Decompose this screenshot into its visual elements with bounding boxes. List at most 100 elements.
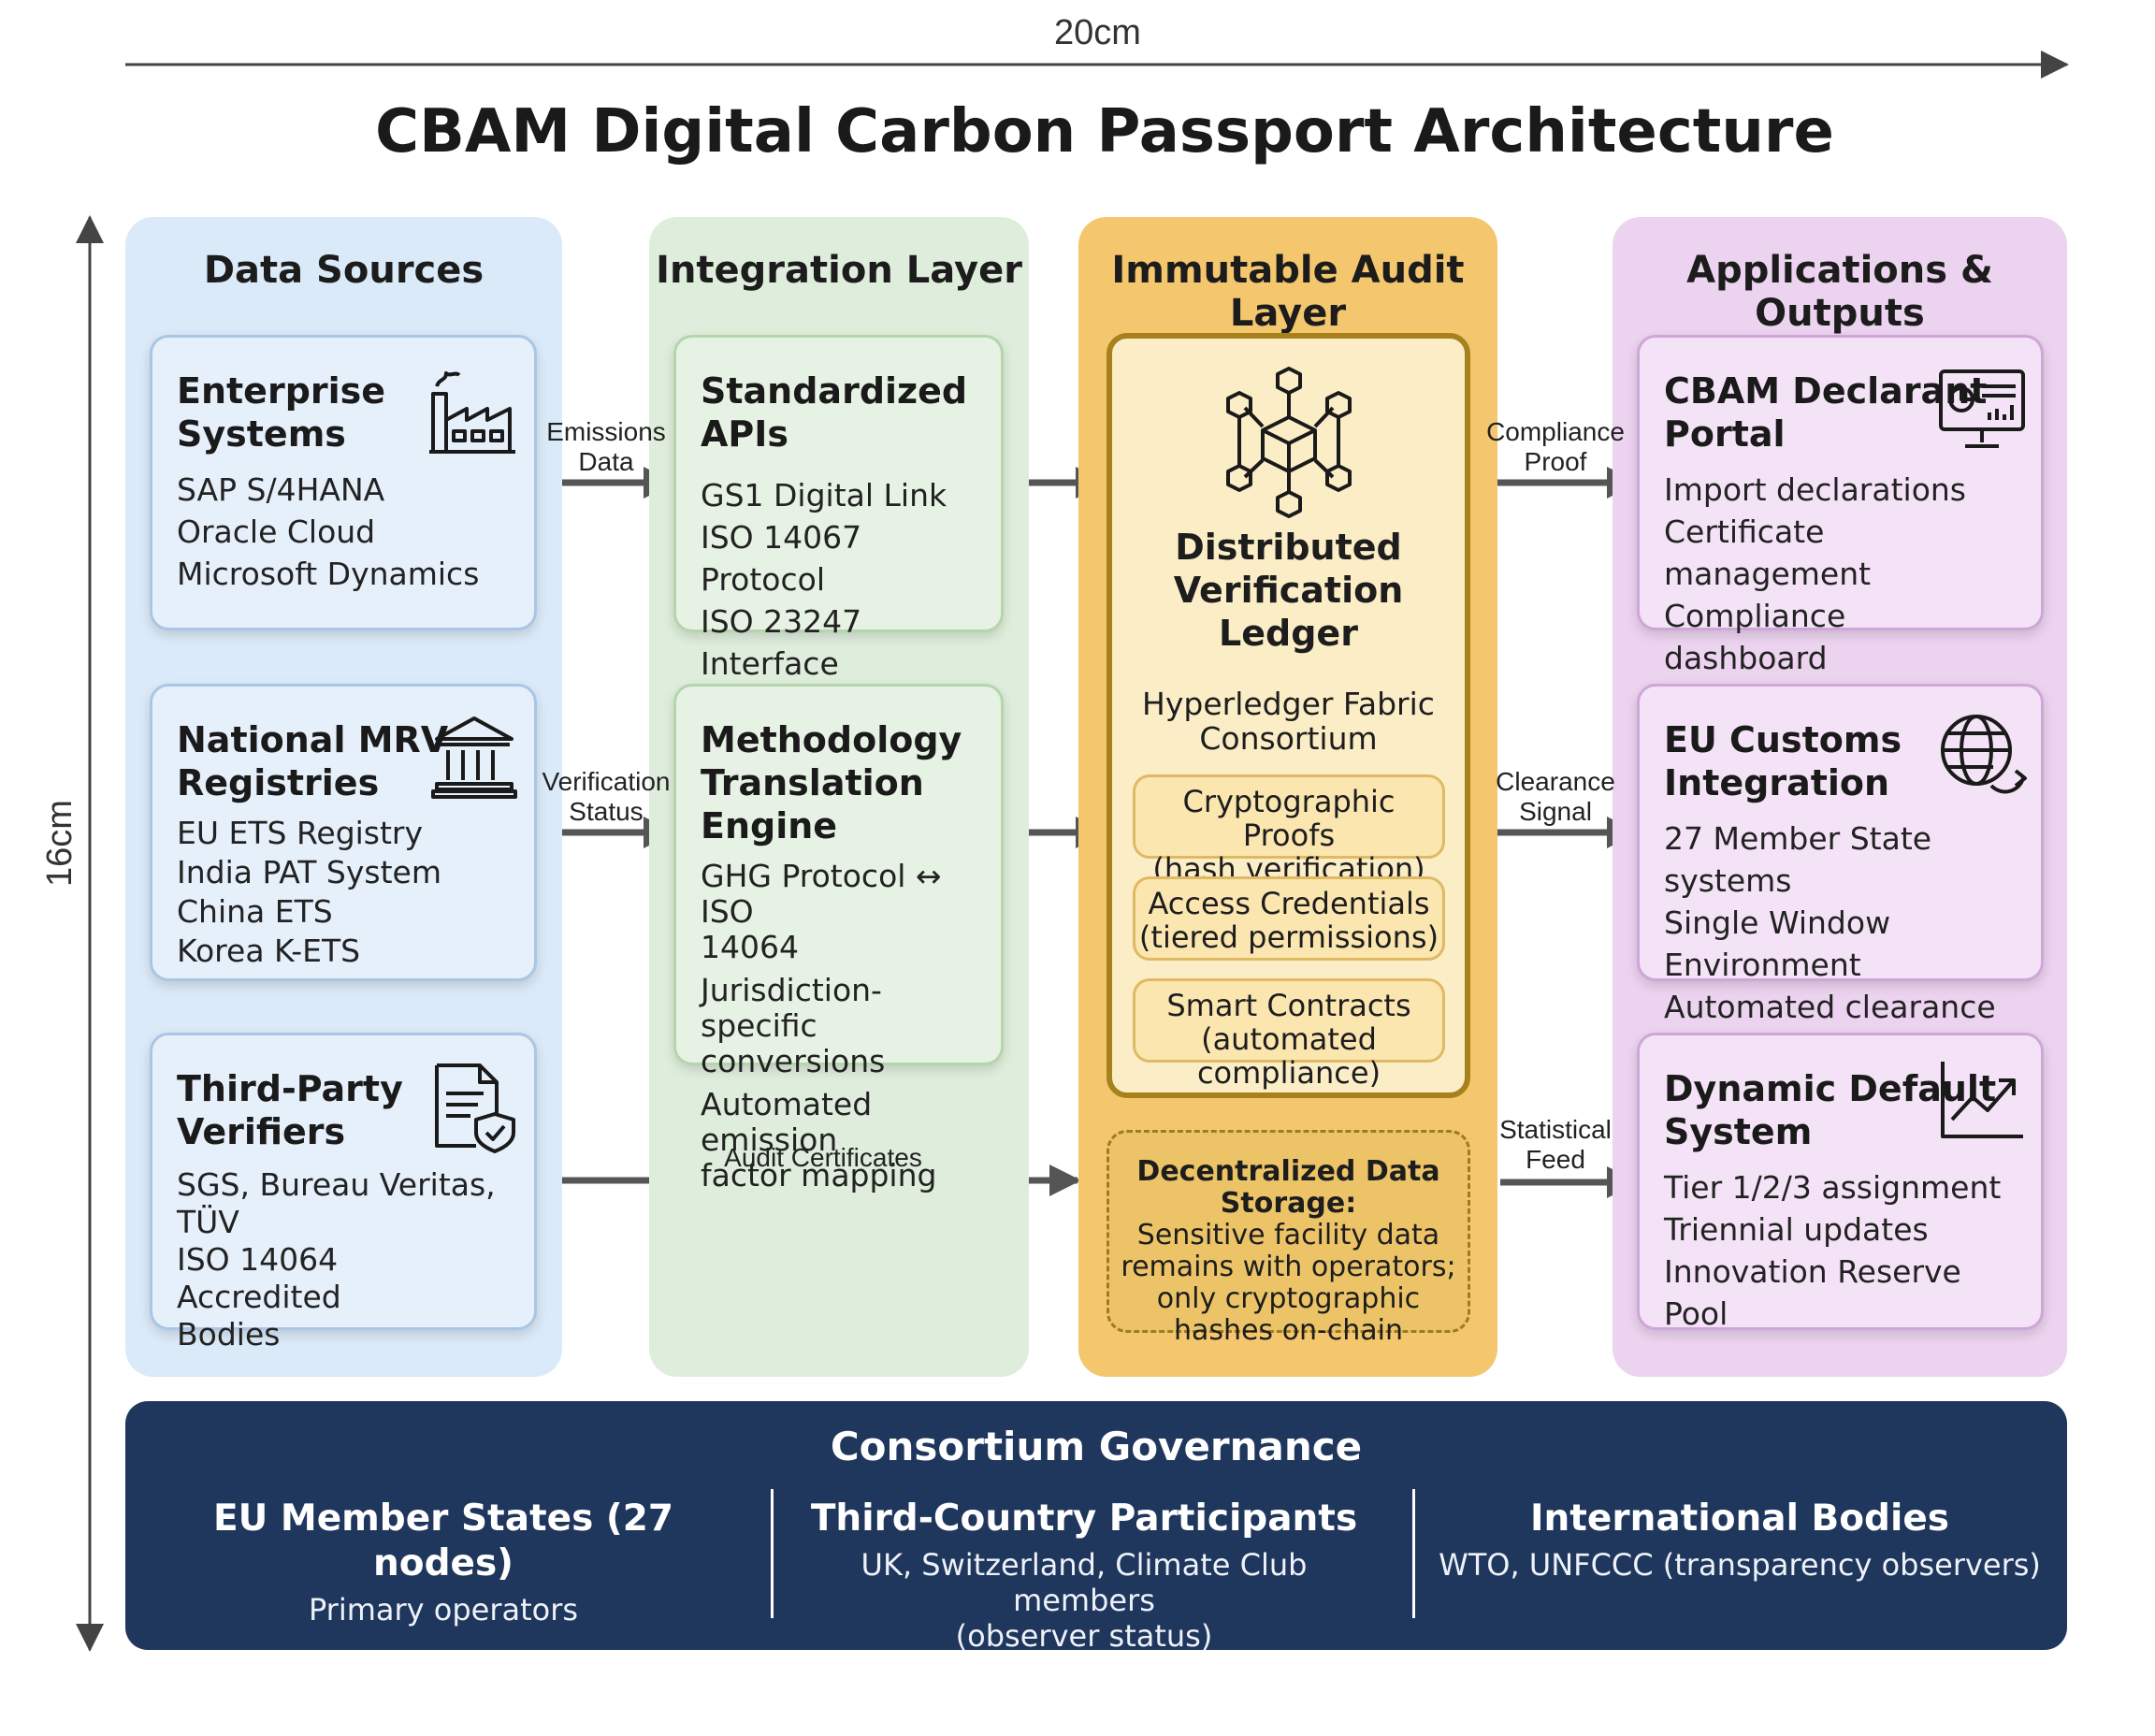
- feature-name: Cryptographic Proofs: [1182, 784, 1396, 853]
- audit-layer-header: Immutable Audit Layer: [1111, 249, 1465, 335]
- card-title: Methodology: [701, 719, 962, 760]
- eu-customs-integration-card: EU Customs Integration 27 Member State s…: [1637, 684, 2044, 1025]
- cbam-declarant-portal-card: CBAM Declarant Portal Import declaration…: [1637, 335, 2044, 676]
- integration-layer-header: Integration Layer: [656, 249, 1022, 292]
- card-item: China ETS: [177, 893, 333, 930]
- methodology-translation-engine-card: Methodology Translation Engine GHG Proto…: [673, 684, 1004, 1194]
- feature-name: Smart Contracts: [1166, 988, 1411, 1023]
- card-item: conversions: [701, 1043, 886, 1079]
- consortium-governance-panel: Consortium Governance EU Member States (…: [125, 1401, 2067, 1654]
- audit-certificates-label: Audit Certificates: [724, 1143, 922, 1172]
- compliance-proof-label: Compliance Proof: [1485, 417, 1626, 477]
- card-title: National MRV: [177, 719, 449, 760]
- card-item: SAP S/4HANA: [177, 471, 385, 508]
- dashboard-monitor-icon: [1939, 369, 2025, 448]
- governance-group-desc: Primary operators: [308, 1592, 579, 1628]
- trend-chart-icon: [1941, 1062, 2023, 1138]
- governance-group-name: International Bodies: [1530, 1497, 1949, 1540]
- card-item: ISO 14064 Accredited: [177, 1241, 341, 1315]
- card-item: ISO 23247 Interface: [701, 603, 862, 682]
- governance-group-name: Third-Country Participants: [810, 1497, 1358, 1540]
- card-title: Verifiers: [177, 1111, 346, 1152]
- card-item: Automated clearance: [1664, 989, 1996, 1025]
- card-item: GS1 Digital Link: [701, 477, 947, 514]
- card-item: GHG Protocol ↔ ISO: [701, 858, 942, 930]
- height-dimension-label: 16cm: [39, 800, 80, 887]
- certified-document-icon: [435, 1063, 515, 1153]
- emissions-data-label: Emissions Data: [541, 417, 672, 477]
- feature-detail: (automated compliance): [1196, 1021, 1381, 1091]
- governance-group-name: EU Member States (27 nodes): [213, 1497, 673, 1584]
- governance-group-eu: EU Member States (27 nodes) Primary oper…: [163, 1497, 724, 1628]
- card-item: EU ETS Registry: [177, 815, 424, 851]
- card-title: CBAM Declarant: [1664, 370, 1988, 412]
- card-item: Compliance dashboard: [1664, 598, 1846, 676]
- distributed-verification-ledger: Distributed Verification Ledger Hyperled…: [1106, 333, 1470, 1098]
- ledger-subtitle: Hyperledger Fabric: [1142, 686, 1435, 722]
- card-item: Triennial updates: [1664, 1211, 1929, 1248]
- standardized-apis-card: Standardized APIs GS1 Digital Link ISO 1…: [673, 335, 1004, 682]
- card-title: Third-Party: [177, 1068, 403, 1109]
- card-title: EU Customs: [1664, 719, 1902, 760]
- clearance-signal-label: Clearance Signal: [1485, 767, 1626, 827]
- verification-status-label: Verification Status: [535, 767, 677, 827]
- ledger-title: Verification: [1173, 570, 1404, 611]
- ledger-subtitle: Consortium: [1199, 720, 1378, 757]
- smart-contracts-feature: Smart Contracts (automated compliance): [1133, 978, 1445, 1090]
- governance-group-international: International Bodies WTO, UNFCCC (transp…: [1431, 1497, 2048, 1583]
- card-title: System: [1664, 1111, 1813, 1152]
- card-item: Innovation Reserve Pool: [1664, 1253, 1961, 1332]
- governance-divider: [771, 1489, 774, 1618]
- governance-divider: [1412, 1489, 1415, 1618]
- governance-group-third-country: Third-Country Participants UK, Switzerla…: [789, 1497, 1379, 1654]
- cryptographic-proofs-feature: Cryptographic Proofs (hash verification): [1133, 774, 1445, 886]
- flow-label-line: Statistical: [1499, 1115, 1612, 1144]
- card-item: Bodies: [177, 1316, 281, 1353]
- applications-header: Applications & Outputs: [1686, 249, 1993, 335]
- card-item: Certificate management: [1664, 514, 1872, 592]
- governance-group-desc: UK, Switzerland, Climate Club members: [861, 1547, 1308, 1618]
- flow-label-line: Feed: [1526, 1145, 1585, 1174]
- flow-label-line: Verification: [542, 767, 671, 796]
- ledger-title: Ledger: [1219, 613, 1358, 654]
- statistical-feed-label: Statistical Feed: [1485, 1115, 1626, 1175]
- factory-icon: [429, 371, 515, 454]
- flow-label-line: Clearance: [1496, 767, 1615, 796]
- flow-label-line: Emissions: [546, 417, 666, 446]
- government-building-icon: [431, 716, 517, 799]
- enterprise-systems-card: Enterprise Systems SAP S/4HANA Oracle Cl…: [150, 335, 537, 630]
- card-title: Registries: [177, 762, 380, 803]
- card-item: Korea K-ETS: [177, 933, 361, 969]
- flow-label-line: Data: [578, 447, 634, 476]
- card-title: Systems: [177, 413, 346, 455]
- decentralized-data-storage: Decentralized Data Storage: Sensitive fa…: [1106, 1130, 1470, 1347]
- card-item: Import declarations: [1664, 471, 1966, 508]
- national-mrv-registries-card: National MRV Registries EU ETS Registry …: [150, 684, 537, 981]
- card-item: Single Window Environment: [1664, 904, 1891, 983]
- card-item: Microsoft Dynamics: [177, 556, 480, 592]
- card-title: Standardized APIs: [701, 370, 968, 455]
- page-title: CBAM Digital Carbon Passport Architectur…: [375, 97, 1834, 166]
- feature-detail: (tiered permissions): [1138, 919, 1439, 955]
- data-sources-header: Data Sources: [203, 249, 485, 292]
- card-title: Translation Engine: [701, 762, 924, 846]
- card-item: 27 Member State systems: [1664, 820, 1932, 899]
- width-dimension-label: 20cm: [1054, 13, 1141, 52]
- card-title: Enterprise: [177, 370, 386, 412]
- card-item: factor mapping: [701, 1157, 937, 1194]
- storage-line: remains with operators;: [1121, 1251, 1456, 1283]
- flow-label-line: Proof: [1524, 447, 1587, 476]
- feature-name: Access Credentials: [1148, 886, 1430, 921]
- card-item: SGS, Bureau Veritas, TÜV: [177, 1166, 496, 1240]
- ledger-title: Distributed: [1175, 527, 1402, 568]
- globe-exchange-icon: [1941, 715, 2027, 794]
- dynamic-default-system-card: Dynamic Default System Tier 1/2/3 assign…: [1637, 1033, 2044, 1332]
- card-title: Portal: [1664, 413, 1786, 455]
- blockchain-network-icon: [1226, 367, 1352, 518]
- flow-label-line: Signal: [1519, 797, 1592, 826]
- flow-label-line: Status: [569, 797, 644, 826]
- governance-group-desc: WTO, UNFCCC (transparency observers): [1439, 1547, 2041, 1583]
- card-item: Jurisdiction-specific: [701, 972, 882, 1044]
- card-item: Oracle Cloud: [177, 514, 376, 550]
- card-item: India PAT System: [177, 854, 441, 890]
